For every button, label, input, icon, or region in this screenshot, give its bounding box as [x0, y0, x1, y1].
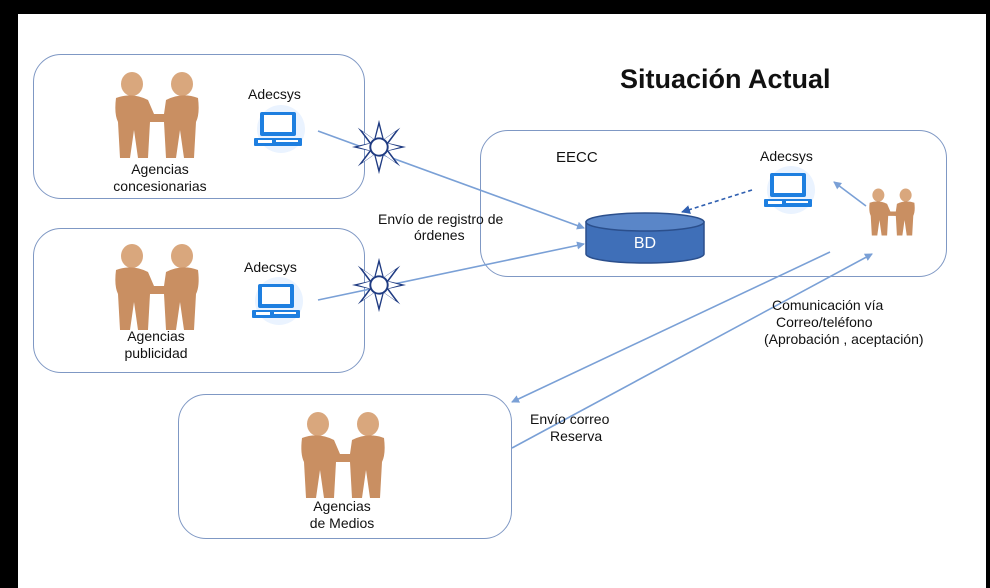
concesionarias-label-line1: Agencias — [131, 161, 189, 177]
medios-label-line2: de Medios — [309, 515, 375, 531]
arrow-people-to-adecsys — [833, 181, 867, 207]
envio-correo-label-line1: Envío correo — [530, 411, 610, 427]
computer-icon — [254, 105, 305, 153]
handshake-people-icon — [301, 412, 385, 498]
computer-icon — [252, 277, 303, 325]
comunicacion-label-line2: Correo/teléfono — [776, 314, 873, 330]
medios-label-line1: Agencias — [313, 498, 371, 514]
concesionarias-system-label: Adecsys — [248, 86, 301, 102]
comunicacion-label-line3: (Aprobación , aceptación) — [764, 331, 924, 347]
diagram-title: Situación Actual — [620, 64, 831, 94]
comunicacion-label-line1: Comunicación vía — [772, 297, 884, 313]
database-icon — [585, 212, 705, 264]
sun-gateway-icon — [351, 257, 407, 313]
handshake-people-icon — [115, 72, 199, 158]
concesionarias-box — [33, 54, 365, 199]
publicidad-label-line1: Agencias — [127, 328, 185, 344]
eecc-system-label: Adecsys — [760, 148, 813, 164]
eecc-box — [480, 130, 947, 277]
medios-box — [178, 394, 512, 539]
arrow-medios-to-eecc — [511, 253, 873, 449]
envio-correo-label-line2: Reserva — [550, 428, 603, 444]
publicidad-label-line2: publicidad — [124, 345, 188, 361]
database-label: BD — [633, 235, 657, 252]
eecc-label: EECC — [556, 149, 598, 166]
handshake-people-icon — [115, 244, 199, 330]
sun-gateway-icon — [351, 119, 407, 175]
arrow-publicidad-to-db — [317, 241, 585, 301]
arrow-eecc-to-medios — [511, 251, 831, 403]
envio-registro-label-line2: órdenes — [414, 227, 465, 243]
publicidad-box — [33, 228, 365, 373]
publicidad-system-label: Adecsys — [244, 259, 297, 275]
concesionarias-label-line2: concesionarias — [113, 178, 207, 194]
envio-registro-label-line1: Envío de registro de — [378, 211, 504, 227]
arrow-eecc-adecsys-to-db — [681, 189, 753, 214]
handshake-people-icon — [869, 188, 915, 236]
computer-icon — [764, 166, 815, 214]
